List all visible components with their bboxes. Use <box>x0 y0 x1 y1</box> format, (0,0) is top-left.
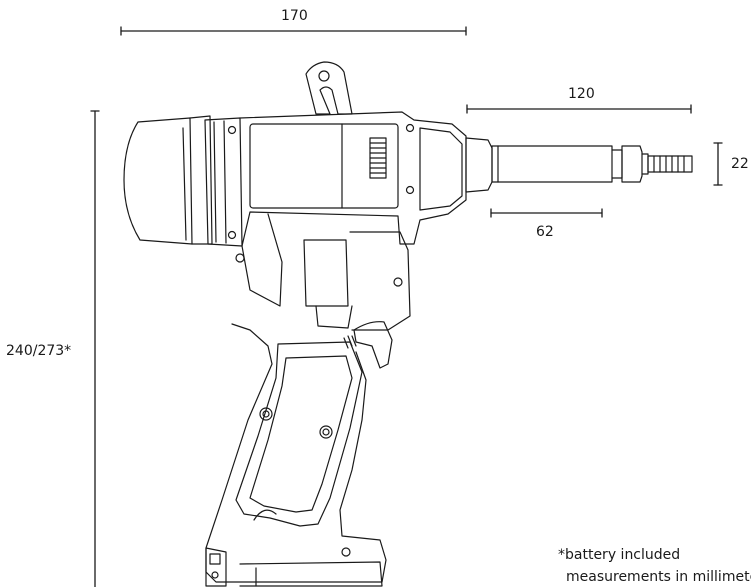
dim-label-overall-length: 170 <box>281 8 308 24</box>
dim-line-nose-diameter <box>713 142 723 186</box>
dim-label-overall-height: 240/273* <box>6 343 72 359</box>
dim-label-nose-inner-length: 62 <box>536 224 554 240</box>
tool-body <box>123 61 693 587</box>
dim-label-nose-diameter: 22 <box>731 156 749 172</box>
dim-label-nose-length: 120 <box>568 86 595 102</box>
note-battery: *battery included <box>558 547 681 563</box>
note-units: measurements in millimeters <box>566 569 751 585</box>
dim-line-overall-height <box>90 110 100 587</box>
dim-line-overall-length <box>120 26 467 36</box>
dimension-lines <box>90 26 723 587</box>
dim-line-nose-length <box>466 104 692 114</box>
dim-line-nose-inner-length <box>490 208 603 218</box>
